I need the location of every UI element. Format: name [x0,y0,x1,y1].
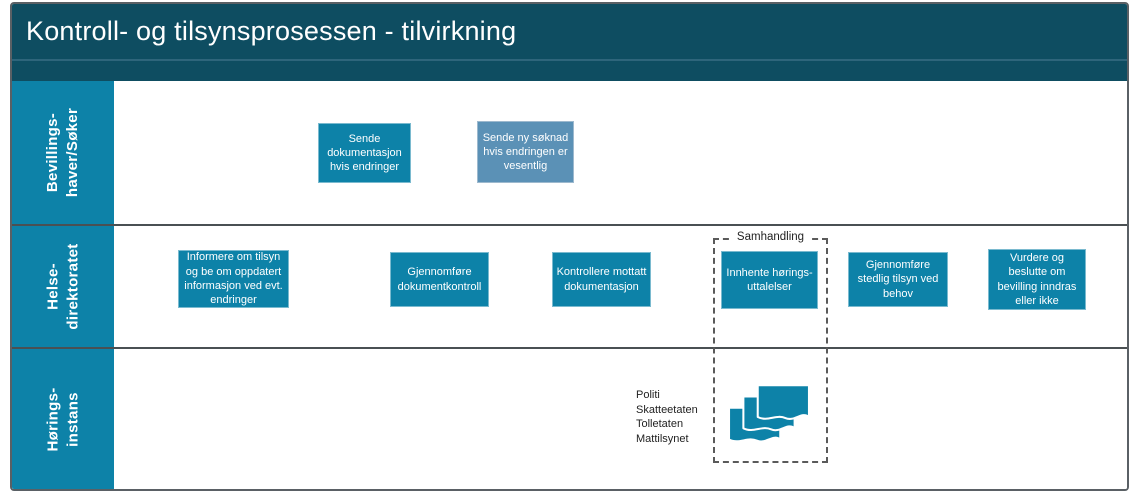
lane-content-helsedirektoratet [114,226,1127,347]
lane-label-text: Bevillings- haver/Søker [44,107,82,198]
lane-horingsinstans: Hørings- instans [12,347,1127,489]
lane-content-bevillingshaver [114,81,1127,224]
header-divider [12,59,1127,61]
header-band [12,61,1127,81]
lane-label-text: Hørings- instans [44,386,82,452]
lane-label-text: Helse- direktoratet [44,243,82,330]
lane-label-horingsinstans: Hørings- instans [12,349,114,489]
lane-bevillingshaver: Bevillings- haver/Søker [12,81,1127,224]
lane-label-helsedirektoratet: Helse- direktoratet [12,226,114,347]
diagram-frame: Kontroll- og tilsynsprosessen - tilvirkn… [10,2,1129,491]
lane-content-horingsinstans [114,349,1127,489]
lane-label-bevillingshaver: Bevillings- haver/Søker [12,81,114,224]
page-title: Kontroll- og tilsynsprosessen - tilvirkn… [12,4,1127,59]
lane-helsedirektoratet: Helse- direktoratet [12,224,1127,347]
